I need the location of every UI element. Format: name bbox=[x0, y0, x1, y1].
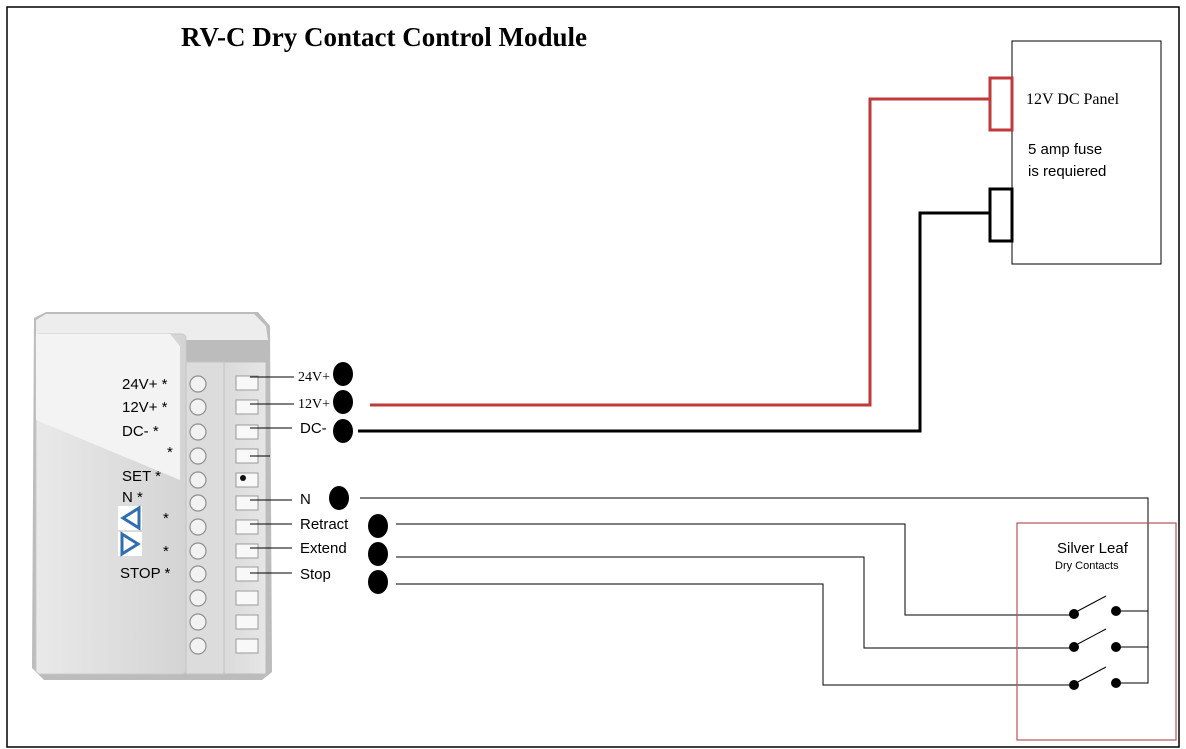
terminal-label-retract: Retract bbox=[300, 516, 349, 533]
dc-panel-box bbox=[1011, 40, 1162, 265]
wire-extend bbox=[396, 556, 1074, 649]
terminal-leaders bbox=[250, 376, 294, 574]
terminal-label-n: N bbox=[300, 491, 311, 508]
side-label-blank1: * bbox=[167, 444, 173, 461]
contact-terminals bbox=[1069, 606, 1121, 690]
side-label-set: SET * bbox=[122, 468, 161, 485]
extend-triangle-icon bbox=[120, 531, 141, 557]
dry-contacts-title: Silver Leaf bbox=[1057, 540, 1129, 557]
connector-24v bbox=[333, 362, 353, 386]
contact-switches bbox=[1073, 595, 1107, 685]
fuse-note-line2: is requiered bbox=[1028, 163, 1106, 180]
indicator-led bbox=[240, 475, 246, 481]
dry-contacts-box bbox=[1016, 522, 1177, 741]
module-side-labels: 24V+ * 12V+ * DC- * * SET * N * * * STOP… bbox=[120, 376, 173, 582]
dry-contacts: Silver Leaf Dry Contacts bbox=[1016, 522, 1177, 741]
retract-triangle-icon bbox=[120, 505, 141, 531]
connector-dc bbox=[333, 419, 353, 443]
side-label-24v: 24V+ * bbox=[122, 376, 168, 393]
connector-extend bbox=[368, 542, 388, 566]
terminal-label-dc: DC- bbox=[300, 420, 327, 437]
terminal-label-24v: 24V+ bbox=[298, 370, 330, 385]
outer-frame bbox=[6, 6, 1180, 748]
wire-n bbox=[360, 497, 1149, 684]
dry-contacts-subtitle: Dry Contacts bbox=[1055, 560, 1119, 572]
positive-terminal bbox=[988, 76, 1014, 132]
connector-retract bbox=[368, 514, 388, 538]
connector-stop bbox=[368, 570, 388, 594]
dc-panel: 12V DC Panel 5 amp fuse is requiered bbox=[988, 40, 1162, 265]
terminal-label-extend: Extend bbox=[300, 540, 347, 557]
side-label-n: N * bbox=[122, 489, 143, 506]
side-label-dc: DC- * bbox=[122, 423, 159, 440]
screw-terminals bbox=[189, 375, 207, 655]
positive-wire bbox=[370, 97, 990, 407]
wire-stop bbox=[396, 583, 1074, 686]
connector-dots bbox=[329, 362, 388, 594]
signal-wires bbox=[360, 497, 1149, 686]
side-label-stop: STOP * bbox=[120, 565, 170, 582]
control-module: 24V+ * 12V+ * DC- * * SET * N * * * STOP… bbox=[32, 312, 272, 680]
diagram-title: RV-C Dry Contact Control Module bbox=[181, 22, 587, 52]
terminal-label-stop: Stop bbox=[300, 566, 331, 583]
fuse-note-line1: 5 amp fuse bbox=[1028, 141, 1102, 158]
side-label-blank2: * bbox=[163, 510, 169, 527]
side-label-blank3: * bbox=[163, 543, 169, 560]
dc-panel-label: 12V DC Panel bbox=[1026, 91, 1120, 108]
side-label-12v: 12V+ * bbox=[122, 399, 168, 416]
connector-n bbox=[329, 486, 349, 510]
connector-12v bbox=[333, 390, 353, 414]
terminal-label-12v: 12V+ bbox=[298, 397, 330, 412]
negative-wire bbox=[358, 211, 990, 433]
wire-retract bbox=[396, 523, 1074, 616]
terminal-labels: 24V+ 12V+ DC- N Retract Extend Stop bbox=[298, 370, 349, 583]
negative-terminal bbox=[988, 187, 1014, 243]
